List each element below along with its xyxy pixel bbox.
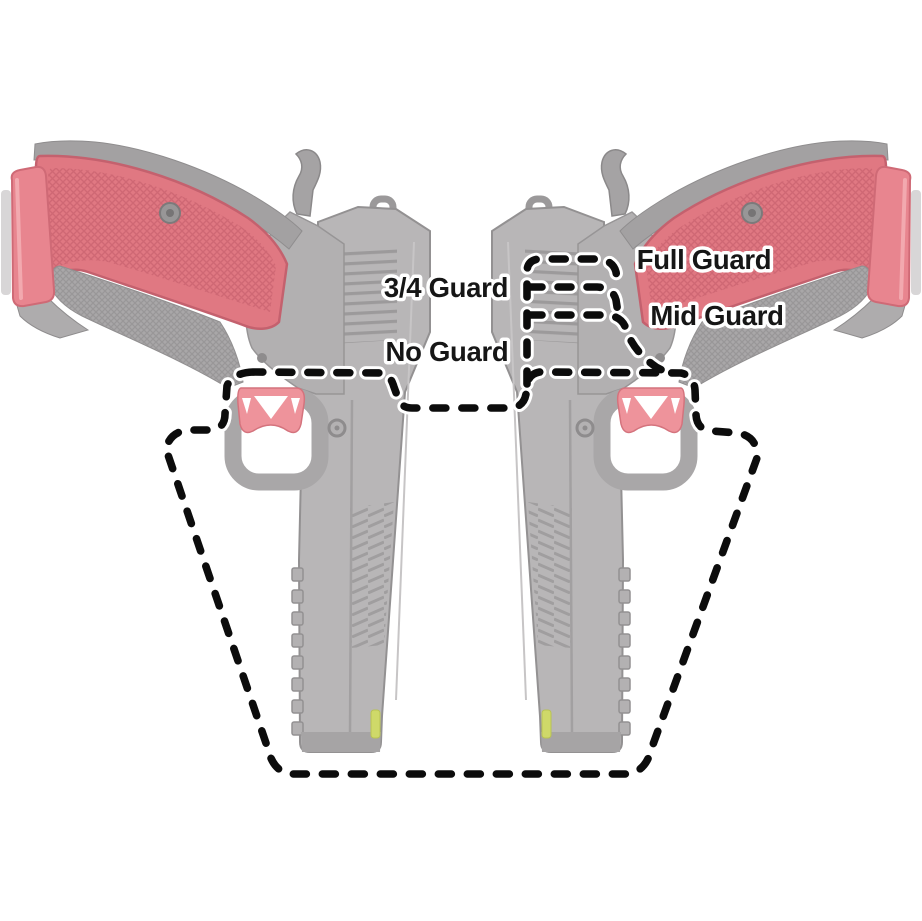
left-pistol [1, 141, 430, 752]
label-no-guard: No Guard [386, 336, 509, 367]
label-mid-guard: Mid Guard [650, 300, 783, 331]
label-three-quarter-guard: 3/4 Guard [384, 272, 508, 303]
right-pistol [492, 141, 921, 752]
guard-labels: Full Guard 3/4 Guard Mid Guard No Guard [380, 241, 787, 371]
label-full-guard: Full Guard [637, 244, 772, 275]
